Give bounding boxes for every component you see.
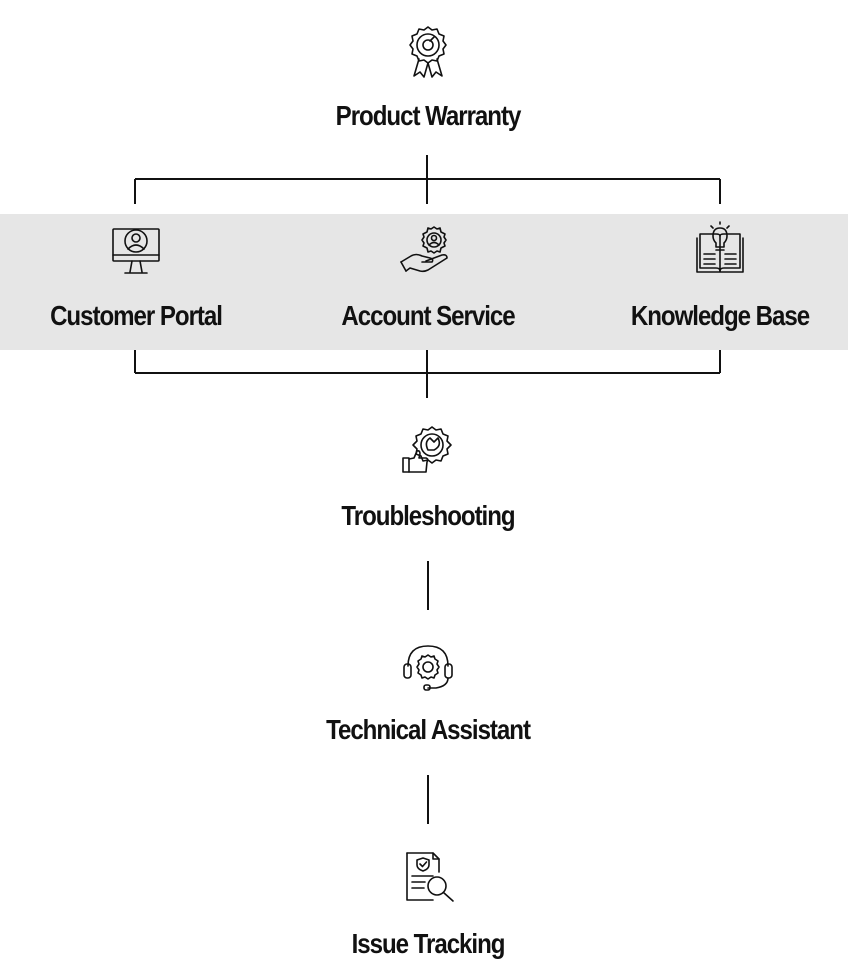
hand-gear-icon [398, 224, 454, 278]
node-label: Issue Tracking [351, 928, 506, 959]
headset-gear-icon [400, 640, 456, 694]
gear-thumbs-up-icon [400, 424, 456, 474]
award-ribbon-icon [404, 24, 452, 80]
node-label: Knowledge Base [630, 300, 810, 331]
node-label: Troubleshooting [341, 500, 515, 531]
document-search-icon [403, 850, 457, 904]
node-label: Customer Portal [50, 300, 223, 331]
node-label: Account Service [341, 300, 515, 331]
node-label: Technical Assistant [326, 714, 531, 745]
book-lightbulb-icon [694, 220, 746, 276]
monitor-user-icon [110, 226, 162, 278]
node-label: Product Warranty [335, 100, 522, 131]
